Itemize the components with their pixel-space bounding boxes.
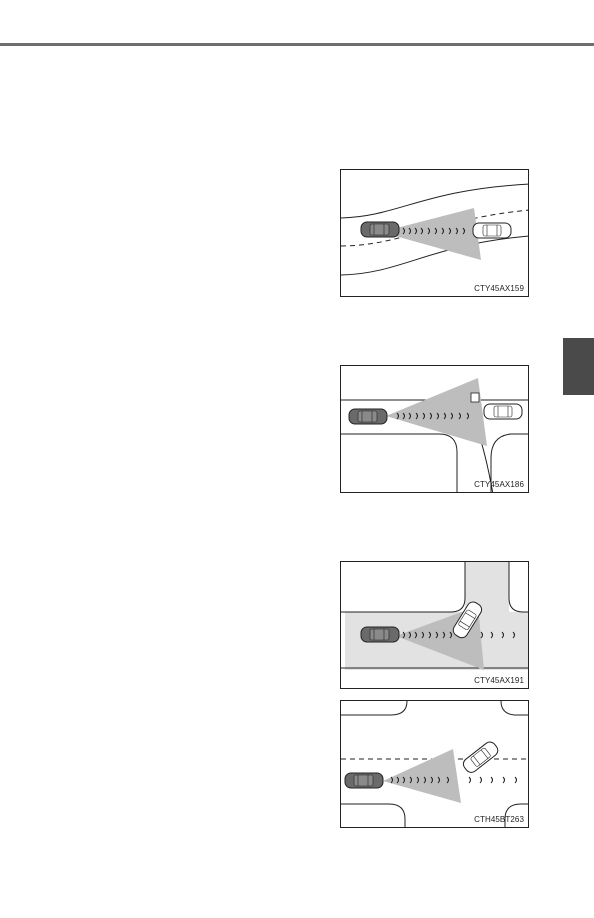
figure-code: CTY45AX159 [474,284,524,293]
figure-code: CTH45BT263 [474,815,524,824]
figure-code: CTY45AX186 [474,480,524,489]
figure-curved-road: CTY45AX159 [340,169,529,297]
figure-crossing-vehicle: CTY45AX191 [340,561,529,689]
figure-code: CTY45AX191 [474,676,524,685]
figure-lane-change: CTH45BT263 [340,700,529,828]
figure-intersection-turn: CTY45AX186 [340,365,529,493]
header-rule [0,43,594,46]
section-tab [563,338,594,395]
